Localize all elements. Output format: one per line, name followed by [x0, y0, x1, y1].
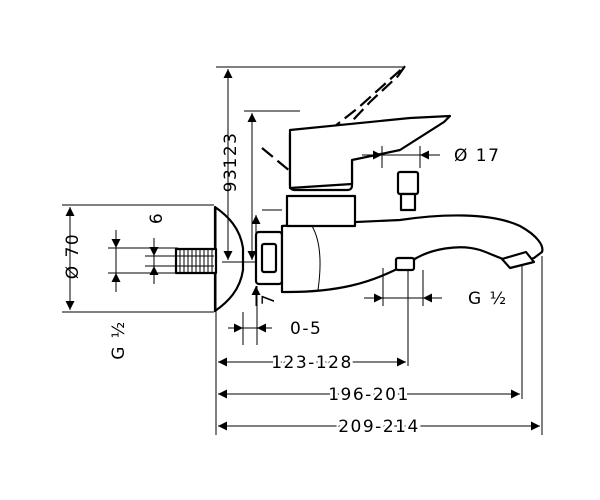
- label-height-body: 93: [221, 168, 241, 193]
- aerator: [500, 250, 536, 270]
- label-diameter-flange: Ø 70: [63, 233, 83, 279]
- spout-inner-line: [311, 225, 321, 291]
- wall-flange: [213, 205, 245, 313]
- inlet-thread-hatching: [179, 249, 213, 273]
- connection-nut-inner: [260, 242, 278, 274]
- label-height-lever: 123: [221, 132, 241, 169]
- dimension-labels: 123 93 Ø 70 6 G ½ 7 Ø 17 G ½ 0-5 123-128…: [63, 132, 508, 440]
- label-length-outlet: 123-128: [271, 353, 353, 373]
- lever-handle: [288, 114, 452, 190]
- label-length-total: 209-214: [338, 417, 420, 437]
- diverter-knob: [394, 256, 416, 272]
- diverter-stem: [399, 192, 417, 212]
- cartridge-housing: [285, 194, 357, 228]
- label-diameter-handle: Ø 17: [454, 146, 500, 166]
- label-thread-offset: 6: [147, 212, 167, 224]
- dimension-lines: [65, 69, 540, 431]
- extension-lines: [62, 66, 543, 435]
- label-gap: 7: [259, 293, 279, 305]
- label-wall-adjust: 0-5: [290, 319, 322, 339]
- label-thread-outlet: G ½: [468, 289, 508, 309]
- label-length-spout: 196-201: [328, 385, 410, 405]
- faucet-outline: [174, 65, 544, 313]
- diverter-button: [396, 170, 420, 196]
- label-thread-inlet: G ½: [109, 320, 129, 360]
